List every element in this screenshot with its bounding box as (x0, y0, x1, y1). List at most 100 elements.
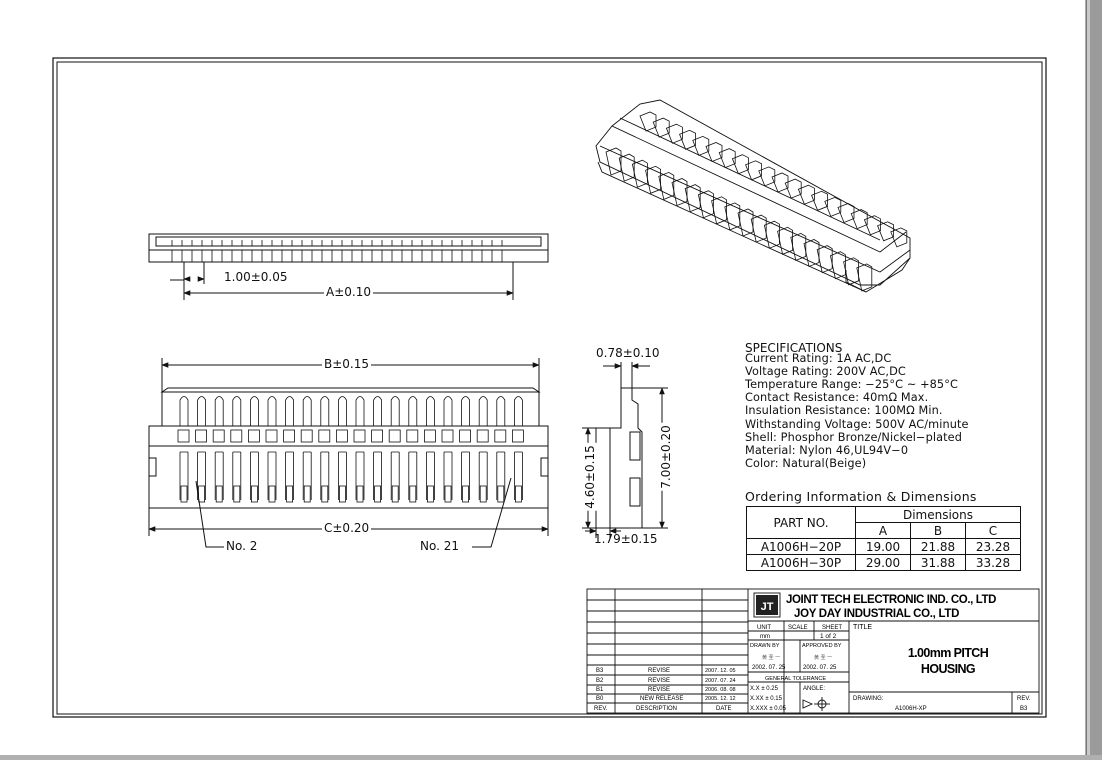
iso-contact-lower (658, 171, 675, 200)
spec-line: Insulation Resistance: 100MΩ Min. (745, 404, 943, 417)
iso-contact-upper (824, 196, 842, 217)
front-contact-upper (390, 396, 400, 426)
iso-contact-lower (790, 232, 807, 261)
spec-line: Current Rating: 1A AC,DC (745, 352, 892, 365)
iso-contact-upper (665, 123, 683, 144)
top-view (148, 233, 549, 300)
iso-contact-lower (829, 251, 846, 280)
front-contact-upper (443, 396, 453, 426)
part-number: A1006H−30P (746, 554, 856, 571)
front-contact-window (441, 429, 454, 443)
pin-label-no21: No. 21 (420, 539, 460, 553)
front-contact-tail (321, 485, 329, 503)
front-contact-tail (303, 485, 311, 503)
ordering-title: Ordering Information & Dimensions (745, 489, 977, 504)
rev-value: B3 (1020, 706, 1028, 712)
front-contact-upper (355, 396, 365, 426)
spec-line: Shell: Phosphor Bronze/Nickel−plated (745, 431, 962, 444)
iso-contact-upper (890, 227, 908, 248)
iso-contact-upper (850, 209, 868, 230)
column-header-a: A (855, 522, 911, 539)
value-c: 33.28 (965, 554, 1021, 571)
column-header-c: C (965, 522, 1021, 539)
front-contact-upper (408, 396, 418, 426)
front-contact-window (230, 429, 243, 443)
isometric-contacts (605, 111, 908, 292)
front-contact-tail (250, 485, 258, 503)
table-row: A1006H−30P 29.00 31.88 33.28 (746, 554, 1021, 571)
iso-contact-lower (697, 190, 714, 219)
value-b: 21.88 (910, 538, 966, 555)
iso-contact-upper (837, 203, 855, 224)
front-view (148, 358, 549, 548)
iso-contact-lower (737, 208, 754, 237)
drawn-by-name: 黄 圣 一 (762, 654, 780, 661)
revision-date: 2007. 12. 05 (705, 668, 736, 674)
approved-by-date: 2002. 07. 25 (803, 665, 837, 671)
drawing-title-line-1: 1.00mm PITCH (908, 646, 989, 660)
drawn-by-date: 2002. 07. 25 (752, 665, 786, 671)
iso-contact-upper (692, 135, 710, 156)
iso-contact-lower (816, 245, 833, 274)
front-contact-upper (373, 396, 382, 426)
front-contact-window (388, 429, 401, 443)
front-contact-upper (250, 396, 259, 426)
revision-desc: NEW RELEASE (640, 696, 683, 702)
dimension-c: C±0.20 (322, 521, 372, 535)
sheet-value: 1 of 2 (820, 633, 837, 640)
title-label: TITLE (853, 624, 872, 631)
iso-contact-upper (745, 160, 762, 181)
front-contact-window (494, 429, 507, 443)
front-contact-lower (355, 451, 365, 500)
iso-contact-lower (711, 196, 727, 225)
value-a: 19.00 (855, 538, 911, 555)
pin-label-no2: No. 2 (226, 539, 258, 553)
front-contact-lower (443, 451, 453, 500)
dimension-top-width: 0.78±0.10 (596, 346, 660, 360)
rev-header: REV. (594, 706, 608, 712)
scale-label: SCALE (788, 625, 808, 631)
front-contact-window (283, 429, 296, 443)
revision-rev: B1 (596, 687, 604, 693)
iso-contact-upper (811, 190, 828, 211)
iso-contact-upper (863, 215, 881, 236)
top-view-pins (171, 240, 503, 262)
dimension-b: B±0.15 (322, 357, 372, 371)
angle-label: ANGLE: (803, 686, 825, 692)
value-a: 29.00 (855, 554, 911, 571)
front-contact-lower (373, 451, 382, 500)
front-contact-window (300, 429, 313, 443)
iso-contact-lower (750, 214, 767, 243)
drawing-title-line-2: HOUSING (921, 662, 975, 676)
iso-contact-lower (631, 159, 648, 188)
value-c: 23.28 (965, 538, 1021, 555)
front-contact-lower (426, 451, 435, 500)
iso-contact-lower (763, 220, 780, 249)
front-contact-window (177, 429, 190, 443)
tolerance-2: X.XX ± 0.15 (750, 696, 783, 702)
outer-border (52, 57, 1047, 718)
front-contact-lower (197, 451, 206, 500)
revision-rev: B0 (596, 696, 604, 702)
front-contact-lower (338, 451, 347, 500)
rev-label: REV. (1017, 696, 1031, 702)
revision-rev: B2 (596, 678, 604, 684)
spec-line: Voltage Rating: 200V AC,DC (745, 365, 906, 378)
front-contact-upper (461, 396, 470, 426)
front-contact-lower (514, 451, 523, 500)
value-b: 31.88 (910, 554, 966, 571)
iso-contact-lower (843, 257, 859, 286)
front-contact-upper (197, 396, 206, 426)
iso-contact-upper (784, 178, 802, 199)
iso-contact-upper (731, 154, 749, 175)
unit-label: UNIT (757, 625, 771, 631)
front-contact-tail (444, 485, 452, 503)
front-contact-window (318, 429, 331, 443)
front-contact-lower (496, 451, 506, 500)
dimension-height-460: 4.60±0.15 (582, 443, 597, 511)
table-row: A1006H−20P 19.00 21.88 23.28 (746, 538, 1021, 555)
front-contact-window (212, 429, 225, 443)
sheet-label: SHEET (822, 625, 842, 631)
